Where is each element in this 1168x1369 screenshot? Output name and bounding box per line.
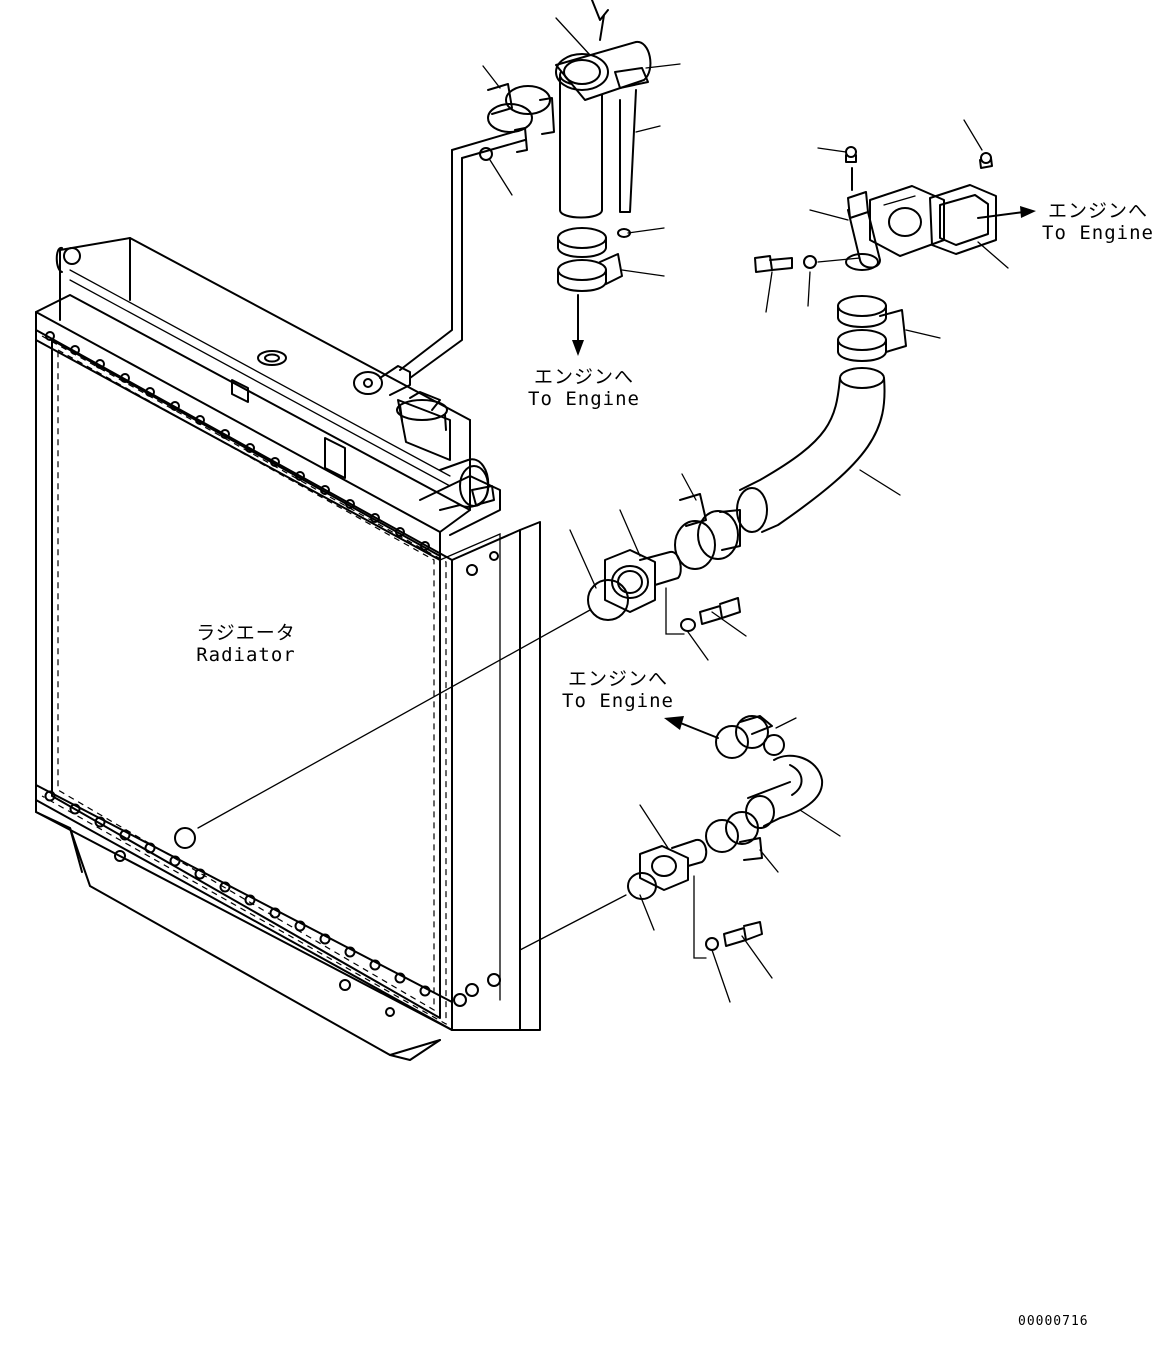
upper-hose-assembly xyxy=(555,0,681,356)
radiator-label: ラジエータ Radiator xyxy=(184,622,308,666)
to-engine-jp: エンジンへ xyxy=(567,668,668,690)
to-engine-en: To Engine xyxy=(528,388,640,410)
overflow-tube-assembly xyxy=(399,65,555,379)
to-engine-en: To Engine xyxy=(562,690,674,712)
to-engine-label-right: エンジンへ To Engine xyxy=(1036,200,1160,244)
to-engine-jp: エンジンへ xyxy=(533,366,634,388)
radiator-jp: ラジエータ xyxy=(196,622,296,644)
to-engine-label-top: エンジンへ To Engine xyxy=(520,366,648,410)
radiator-assembly xyxy=(35,237,541,1061)
lower-outlet-connection xyxy=(519,715,841,1003)
document-number: 00000716 xyxy=(1018,1314,1089,1329)
water-outlet-assembly xyxy=(736,119,1036,533)
radiator-en: Radiator xyxy=(196,644,296,666)
to-engine-jp: エンジンへ xyxy=(1047,200,1148,222)
to-engine-en: To Engine xyxy=(1042,222,1154,244)
upper-outlet-connection xyxy=(197,473,747,829)
lower-tank-bolt-row xyxy=(44,790,431,997)
upper-tank-bolt-row xyxy=(45,331,430,551)
to-engine-label-lower: エンジンへ To Engine xyxy=(556,668,680,712)
